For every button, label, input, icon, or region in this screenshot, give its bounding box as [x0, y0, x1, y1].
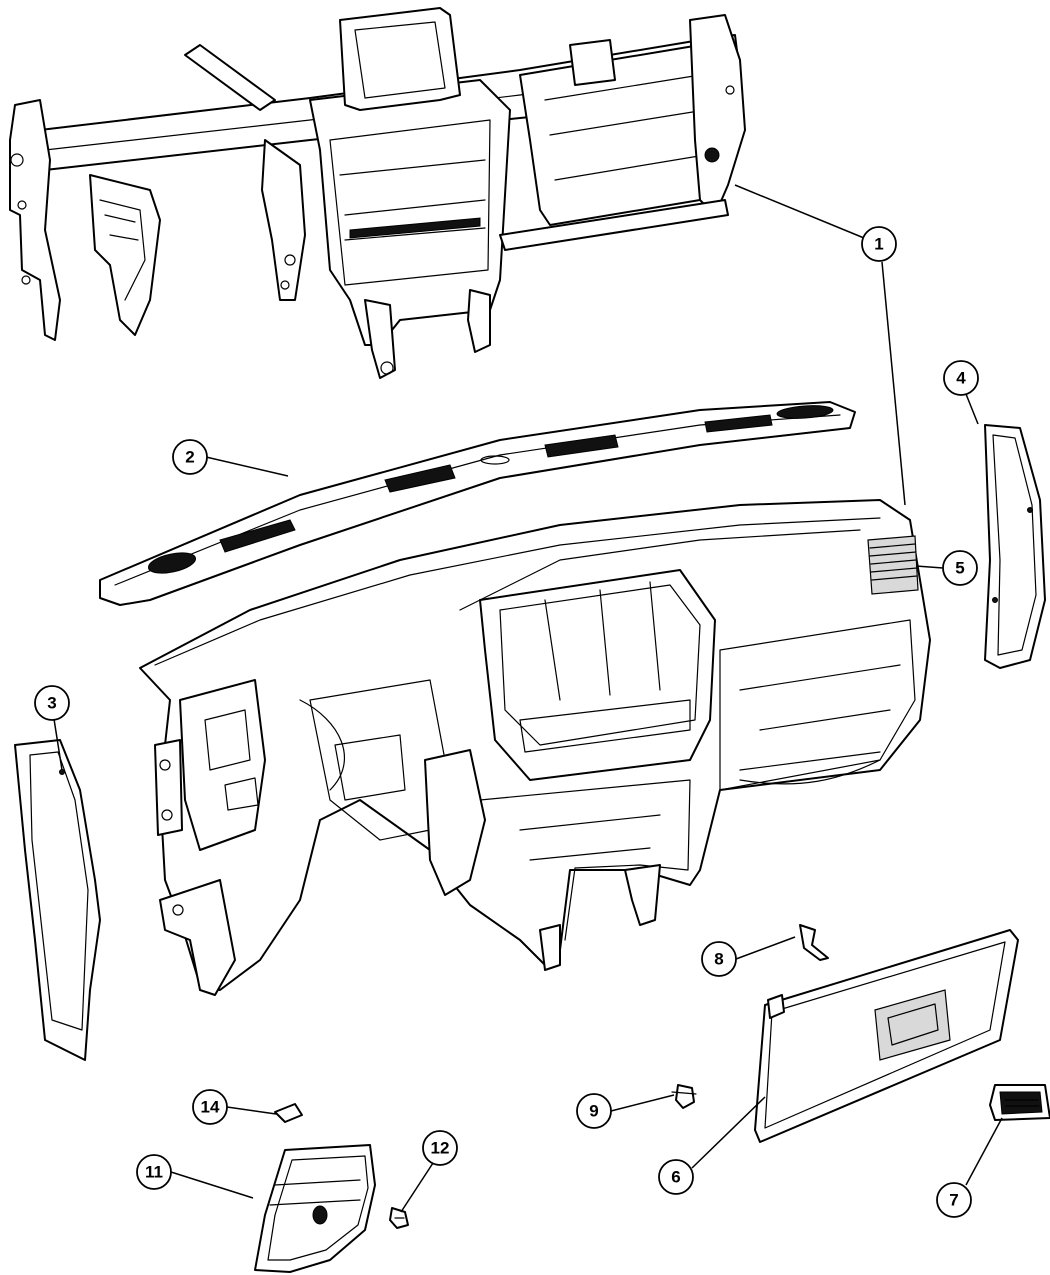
callout-8: 8 — [701, 941, 737, 977]
part-11-vent-bezel — [254, 1144, 376, 1273]
leader-5 — [915, 565, 944, 569]
callout-label: 7 — [949, 1191, 958, 1210]
leader-6 — [691, 1096, 766, 1169]
callout-4: 4 — [943, 360, 979, 396]
leader-8 — [735, 936, 796, 960]
leader-12 — [400, 1162, 434, 1213]
callout-7: 7 — [936, 1182, 972, 1218]
leader-lines — [53, 184, 1003, 1213]
callout-1: 1 — [861, 226, 897, 262]
callout-label: 1 — [874, 235, 883, 254]
leader-9 — [610, 1094, 675, 1112]
part-3-left-end-cap — [14, 739, 101, 1061]
instrument-panel-body — [139, 499, 931, 996]
callout-5: 5 — [942, 550, 978, 586]
callout-label: 12 — [431, 1139, 450, 1158]
callout-6: 6 — [658, 1159, 694, 1195]
part-6-glove-box-door — [754, 929, 1019, 1143]
callout-label: 2 — [185, 448, 194, 467]
part-4-right-end-cap — [984, 424, 1046, 669]
callout-2: 2 — [172, 439, 208, 475]
callout-label: 3 — [47, 694, 56, 713]
part-14-small-clip — [274, 1103, 303, 1123]
callout-3: 3 — [34, 685, 70, 721]
callout-label: 8 — [714, 950, 723, 969]
callout-12: 12 — [422, 1130, 458, 1166]
callout-11: 11 — [136, 1154, 172, 1190]
callout-14: 14 — [192, 1089, 228, 1125]
leader-7 — [965, 1117, 1003, 1186]
leader-11 — [170, 1171, 254, 1199]
leader-1a — [734, 184, 865, 239]
callout-label: 5 — [955, 559, 964, 578]
leader-2 — [205, 456, 289, 477]
part-2-top-cover — [99, 401, 856, 606]
callout-label: 11 — [145, 1163, 163, 1182]
callout-9: 9 — [576, 1093, 612, 1129]
leader-4 — [965, 393, 979, 425]
callout-label: 14 — [201, 1098, 220, 1117]
callout-label: 9 — [589, 1102, 598, 1121]
part-7-latch-bezel — [989, 1084, 1050, 1121]
part-9-bumper — [671, 1084, 697, 1109]
leader-1b — [881, 261, 906, 506]
callout-label: 4 — [956, 369, 966, 388]
part-8-clip — [799, 924, 829, 961]
callout-label: 6 — [671, 1168, 680, 1187]
part-12-screw — [389, 1207, 409, 1229]
leader-14 — [226, 1106, 277, 1115]
part-1-cross-car-beam — [9, 7, 746, 379]
leader-3 — [53, 718, 63, 771]
